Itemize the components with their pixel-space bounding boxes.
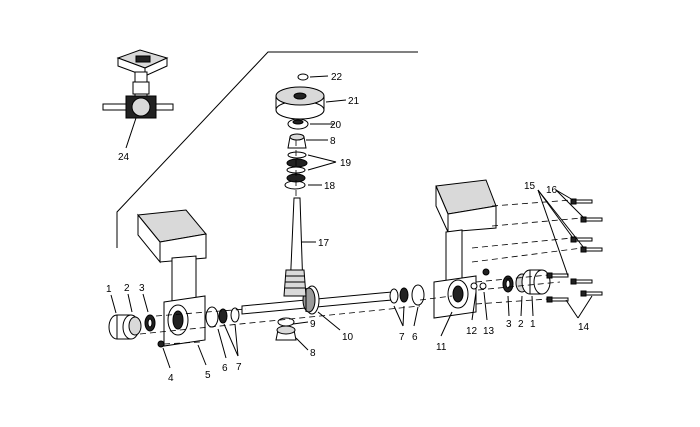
callout-7: 7 xyxy=(236,362,242,373)
callout-8-upper: 8 xyxy=(330,136,336,147)
callout-10: 10 xyxy=(342,332,354,343)
callout-6: 6 xyxy=(222,363,228,374)
callout-3-right: 3 xyxy=(506,319,512,330)
axle-shaft xyxy=(241,285,393,315)
left-axle-housing xyxy=(137,209,207,347)
callout-8-lower: 8 xyxy=(310,348,316,359)
callout-13: 13 xyxy=(483,326,495,337)
callout-1: 1 xyxy=(106,284,112,295)
section-divider xyxy=(116,51,418,248)
lower-gear-parts xyxy=(275,317,297,341)
callout-5: 5 xyxy=(205,370,211,381)
callout-11: 11 xyxy=(436,342,447,353)
callout-18: 18 xyxy=(324,181,336,192)
inset-assembly xyxy=(102,49,174,119)
right-bearing-stack xyxy=(470,269,551,295)
leader-lines xyxy=(110,75,593,369)
worm-shaft-stack xyxy=(275,73,325,297)
callout-9: 9 xyxy=(310,319,316,330)
callout-3: 3 xyxy=(139,283,145,294)
left-shaft-bushings xyxy=(205,306,240,328)
callout-1-right: 1 xyxy=(530,319,536,330)
callout-7-right: 7 xyxy=(399,332,405,343)
callout-16: 16 xyxy=(546,185,558,196)
right-shaft-bushings xyxy=(389,284,425,306)
callout-14: 14 xyxy=(578,322,590,333)
callout-15: 15 xyxy=(524,181,536,192)
callout-labels: 1 2 3 4 5 6 7 8 8 9 10 7 6 11 12 13 3 2 … xyxy=(106,72,590,384)
right-axle-housing xyxy=(433,179,497,319)
left-bearing-stack xyxy=(108,314,165,348)
callout-24: 24 xyxy=(118,152,130,163)
callout-21: 21 xyxy=(348,96,360,107)
callout-17: 17 xyxy=(318,238,330,249)
callout-2: 2 xyxy=(124,283,130,294)
mounting-bolts xyxy=(546,198,603,303)
callout-12: 12 xyxy=(466,326,478,337)
callout-4: 4 xyxy=(168,373,174,384)
callout-6-right: 6 xyxy=(412,332,418,343)
callout-20: 20 xyxy=(330,120,342,131)
callout-2-right: 2 xyxy=(518,319,524,330)
callout-19: 19 xyxy=(340,158,352,169)
callout-22: 22 xyxy=(331,72,343,83)
